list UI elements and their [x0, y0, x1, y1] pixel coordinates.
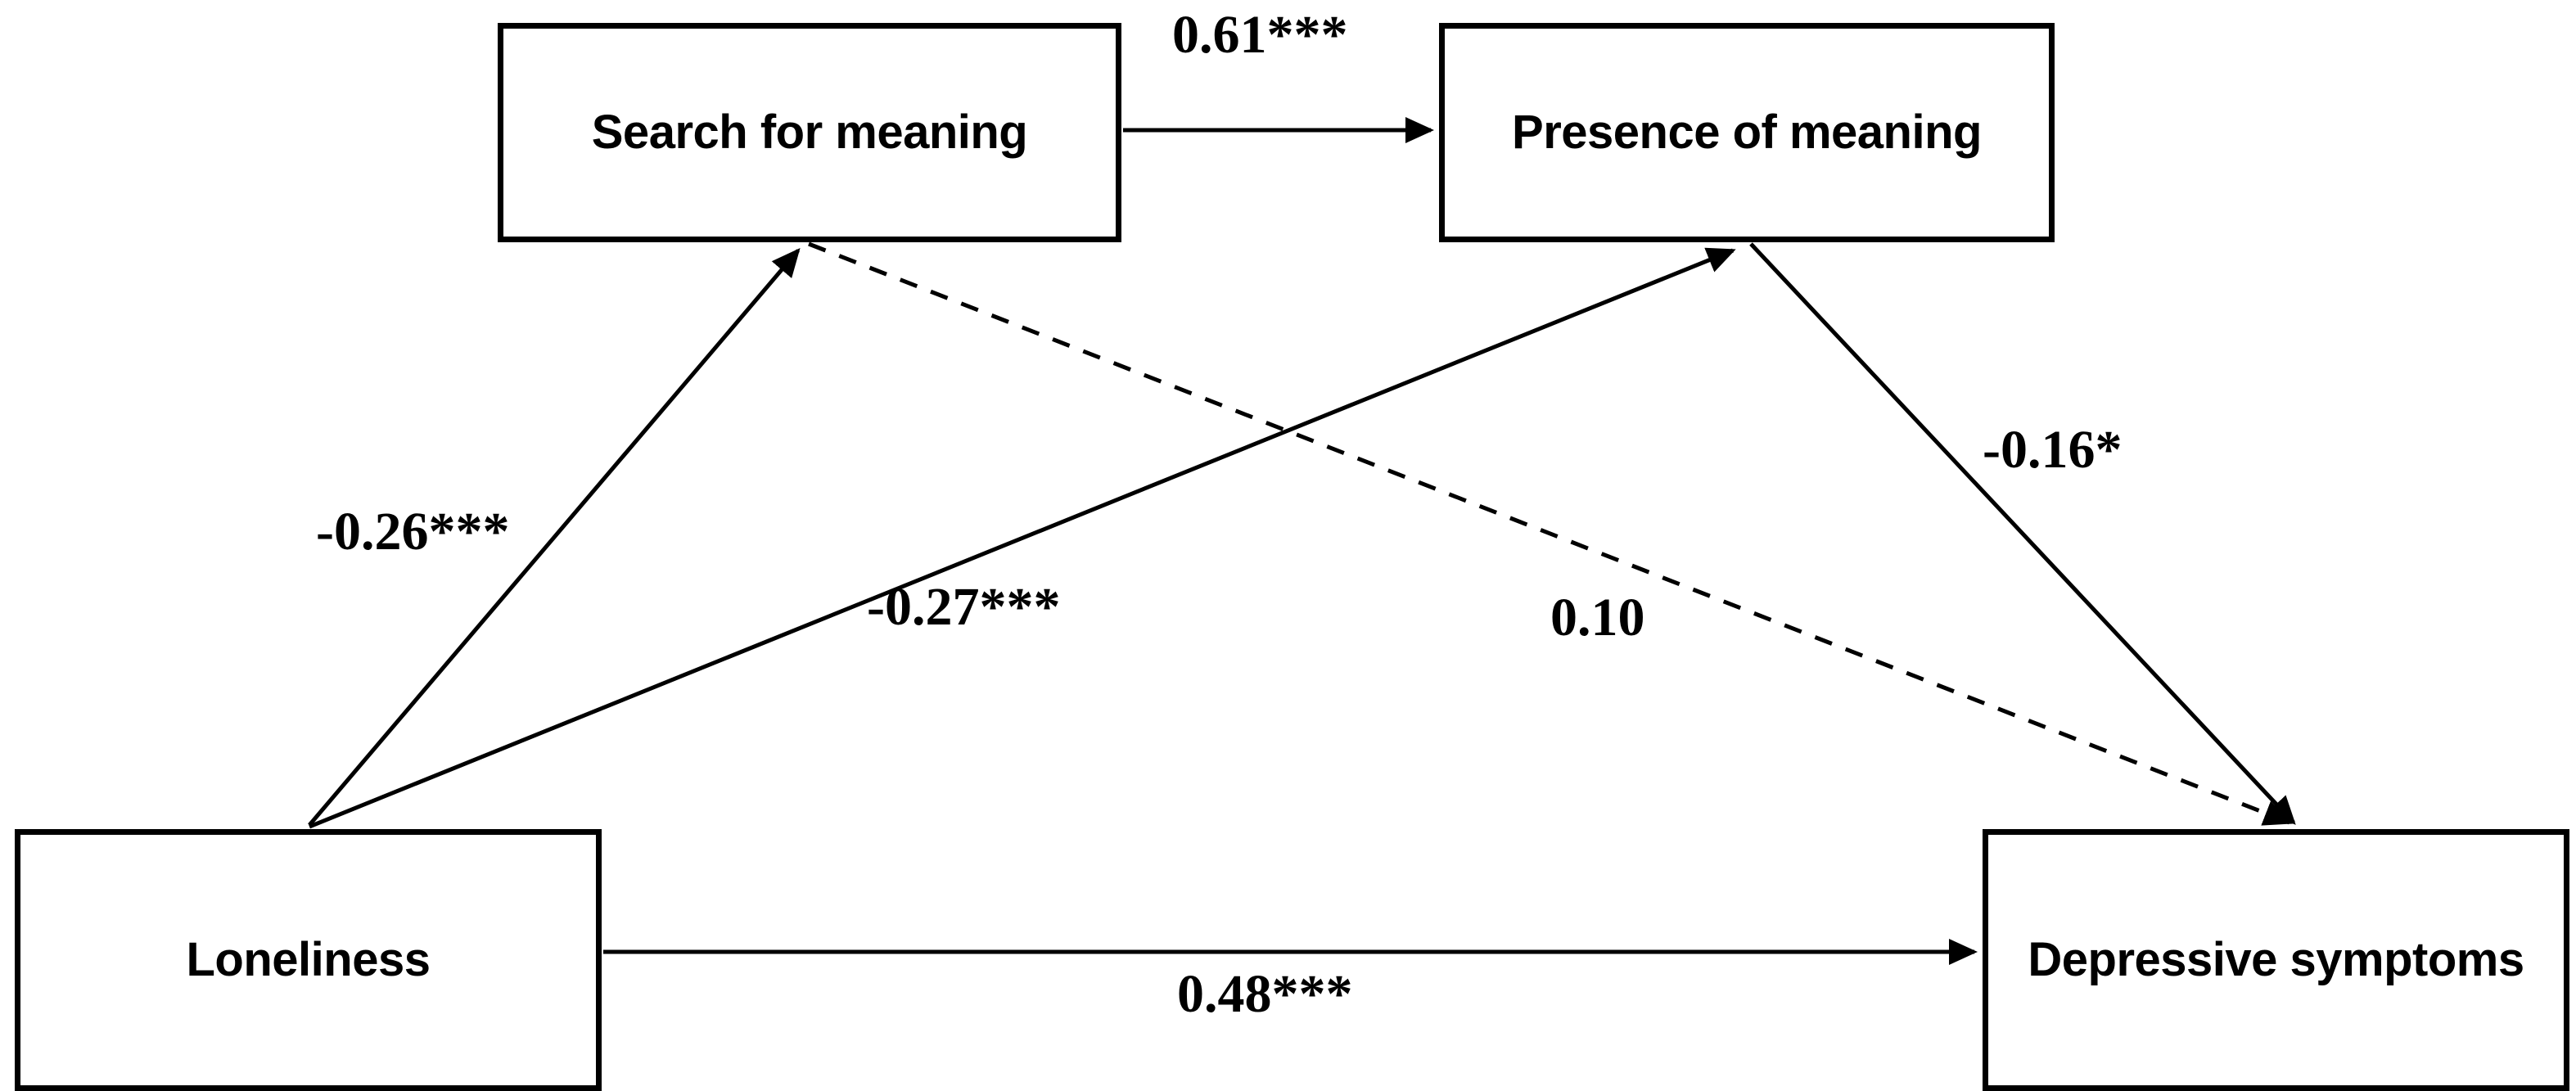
- path-label-lon-to-dep: 0.48***: [1177, 964, 1353, 1024]
- path-label-lon-to-pom: -0.27***: [867, 577, 1061, 637]
- node-label-loneliness: Loneliness: [186, 933, 431, 986]
- node-depressive-symptoms[interactable]: Depressive symptoms: [1983, 829, 2569, 1091]
- node-label-depressive-symptoms: Depressive symptoms: [2028, 933, 2524, 986]
- path-label-pom-to-dep: -0.16*: [1983, 420, 2123, 480]
- node-presence-of-meaning[interactable]: Presence of meaning: [1439, 23, 2055, 242]
- node-loneliness[interactable]: Loneliness: [15, 829, 602, 1091]
- node-label-presence-of-meaning: Presence of meaning: [1512, 106, 1982, 159]
- path-label-sfm-to-pom: 0.61***: [1172, 5, 1348, 65]
- path-label-sfm-to-dep: 0.10: [1550, 588, 1645, 647]
- node-search-for-meaning[interactable]: Search for meaning: [498, 23, 1121, 242]
- path-arrow-lon-to-pom: [309, 247, 1736, 829]
- node-label-search-for-meaning: Search for meaning: [591, 106, 1028, 159]
- path-arrow-lon-to-sfm: [308, 247, 801, 827]
- path-arrow-pom-to-dep: [1749, 242, 2296, 825]
- path-arrow-sfm-to-dep: [808, 241, 2293, 826]
- path-label-lon-to-sfm: -0.26***: [316, 502, 510, 561]
